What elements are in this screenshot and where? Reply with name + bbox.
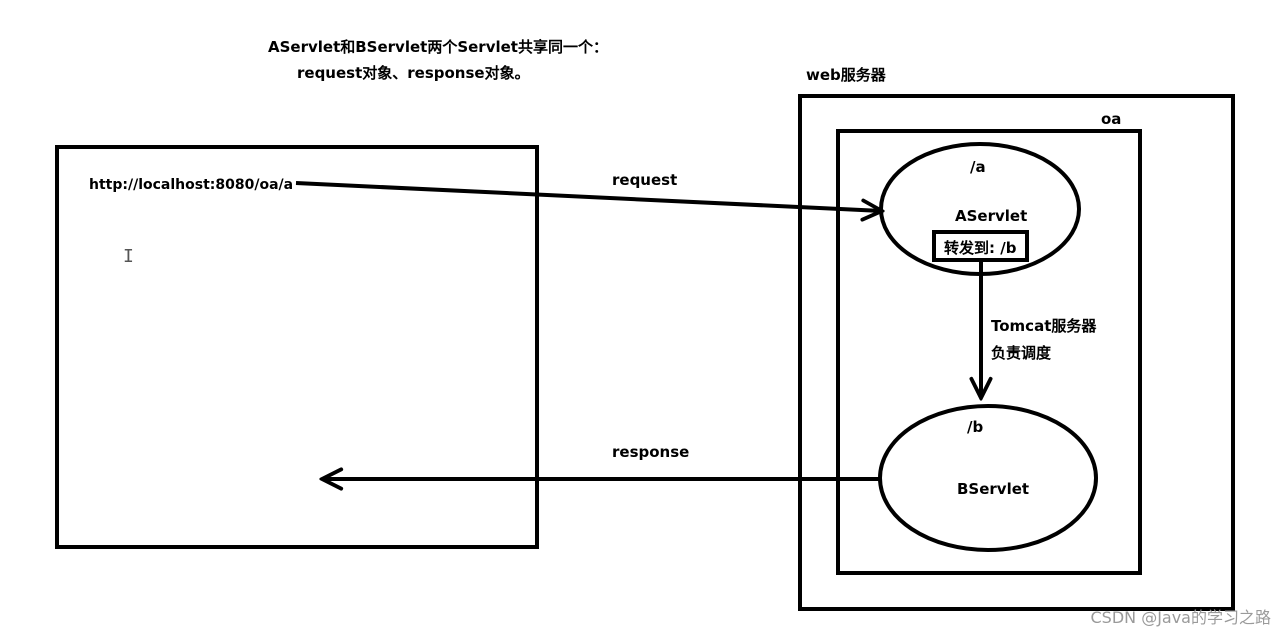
bservlet-path: /b	[967, 418, 983, 436]
app-box	[836, 129, 1142, 575]
dispatch-note-line-1: Tomcat服务器	[991, 317, 1097, 335]
web-server-label: web服务器	[806, 66, 887, 84]
aservlet-path: /a	[970, 158, 986, 176]
web-server-box	[798, 94, 1235, 611]
title-line-2: request对象、response对象。	[297, 64, 530, 82]
bservlet-ellipse	[878, 404, 1098, 552]
browser-url: http://localhost:8080/oa/a	[89, 177, 293, 193]
aservlet-name: AServlet	[955, 207, 1027, 225]
browser-box	[55, 145, 539, 549]
response-label: response	[612, 443, 689, 461]
forward-text: 转发到: /b	[944, 239, 1017, 257]
bservlet-name: BServlet	[957, 480, 1029, 498]
text-cursor-icon: I	[123, 246, 134, 267]
dispatch-note-line-2: 负责调度	[991, 344, 1052, 362]
title-line-1: AServlet和BServlet两个Servlet共享同一个：	[268, 38, 608, 56]
request-arrow	[295, 181, 882, 211]
request-label: request	[612, 171, 677, 189]
watermark-text: CSDN @Java的学习之路	[1090, 608, 1271, 627]
app-label: oa	[1101, 110, 1121, 128]
forward-box	[932, 230, 1029, 262]
